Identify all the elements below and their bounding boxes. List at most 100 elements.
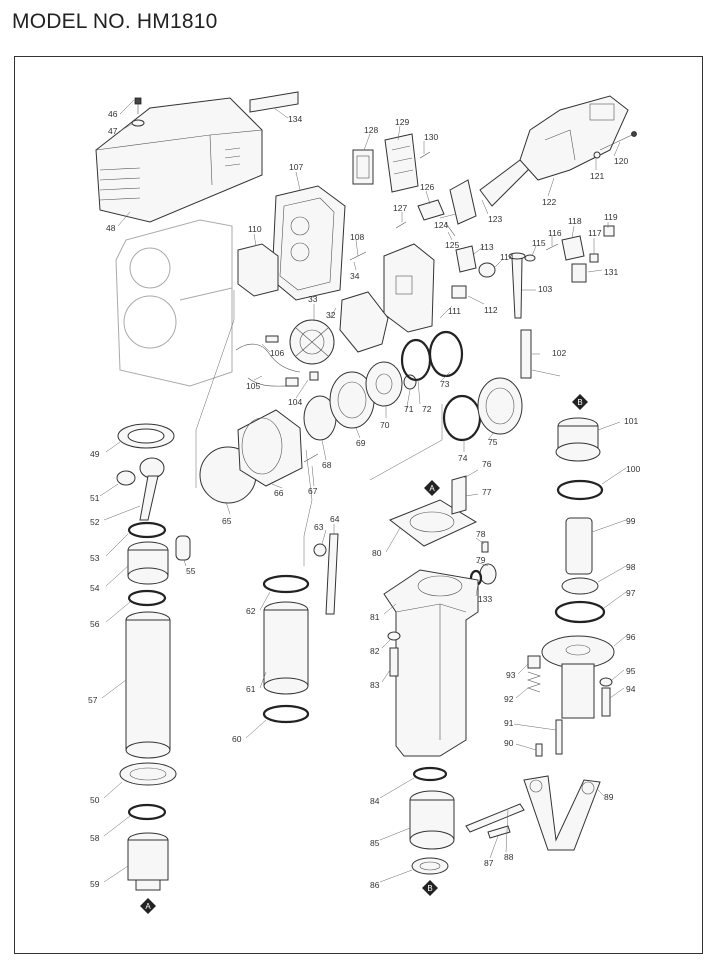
part-label: 54 bbox=[90, 583, 100, 593]
ball-93 bbox=[527, 655, 541, 669]
fan-guide-32 bbox=[339, 291, 389, 353]
part-label: 56 bbox=[90, 619, 100, 629]
part-label: 57 bbox=[88, 695, 98, 705]
part-label: 63 bbox=[314, 522, 324, 532]
part-label: 115 bbox=[532, 238, 546, 248]
ring-72 bbox=[400, 338, 432, 382]
part-label: 119 bbox=[604, 212, 618, 222]
pin-90 bbox=[535, 743, 543, 757]
part-label: 110 bbox=[248, 224, 262, 234]
part-label: 49 bbox=[90, 449, 100, 459]
part-label: 108 bbox=[350, 232, 364, 242]
bearing-63 bbox=[313, 543, 327, 557]
label-134 bbox=[249, 91, 299, 113]
ring-50 bbox=[119, 762, 177, 786]
group-bracket-right bbox=[369, 404, 443, 481]
part-label: 59 bbox=[90, 879, 100, 889]
part-label: 96 bbox=[626, 632, 636, 642]
part-label: 104 bbox=[288, 397, 302, 407]
part-label: 106 bbox=[270, 348, 284, 358]
part-125 bbox=[444, 221, 456, 237]
o-ring-97 bbox=[554, 600, 606, 624]
part-label: 128 bbox=[364, 125, 378, 135]
part-label: 125 bbox=[445, 240, 459, 250]
part-104 bbox=[309, 371, 319, 381]
part-label: 134 bbox=[288, 114, 302, 124]
part-label: 129 bbox=[395, 117, 409, 127]
svg-text:A: A bbox=[429, 484, 435, 493]
part-label: 95 bbox=[626, 666, 636, 676]
front-cap-96 bbox=[541, 635, 615, 719]
capacitor-118 bbox=[561, 235, 585, 261]
part-label: 92 bbox=[504, 694, 514, 704]
o-ring-84 bbox=[412, 766, 448, 782]
crank-housing-ghost bbox=[115, 219, 233, 387]
cap-101 bbox=[555, 417, 601, 462]
screw-130 bbox=[419, 151, 431, 159]
motor-housing-107 bbox=[271, 185, 346, 301]
washer-121 bbox=[593, 151, 601, 159]
part-label: 74 bbox=[458, 453, 468, 463]
noise-filter-131 bbox=[571, 263, 587, 283]
ref-marker-a-mid: A bbox=[424, 480, 440, 496]
handle-122 bbox=[519, 95, 629, 181]
pin-78 bbox=[481, 541, 489, 553]
part-label: 121 bbox=[590, 171, 604, 181]
bolt-83 bbox=[389, 647, 399, 677]
bushing-85 bbox=[409, 790, 455, 850]
part-label: 99 bbox=[626, 516, 636, 526]
part-label: 67 bbox=[308, 486, 318, 496]
part-label: 64 bbox=[330, 514, 340, 524]
part-label: 32 bbox=[326, 310, 336, 320]
bracket-77 bbox=[451, 475, 467, 515]
part-label: 52 bbox=[90, 517, 100, 527]
tool-holder-89 bbox=[523, 775, 601, 851]
part-label: 65 bbox=[222, 516, 232, 526]
part-label: 87 bbox=[484, 858, 494, 868]
part-label: 73 bbox=[440, 379, 450, 389]
ring-60 bbox=[262, 704, 310, 724]
screw-116 bbox=[545, 243, 559, 251]
switch-128 bbox=[352, 149, 374, 185]
part-label: 76 bbox=[482, 459, 492, 469]
part-label: 113 bbox=[480, 242, 494, 252]
part-label: 58 bbox=[90, 833, 100, 843]
bolt-120 bbox=[599, 131, 637, 151]
ref-marker-b-bottom: B bbox=[422, 880, 438, 896]
part-label: 72 bbox=[422, 404, 432, 414]
pin-55 bbox=[175, 535, 191, 561]
part-label: 117 bbox=[588, 228, 602, 238]
part-label: 47 bbox=[108, 126, 118, 136]
svg-text:B: B bbox=[427, 884, 432, 893]
pin-87 bbox=[487, 825, 511, 839]
diagram-frame bbox=[14, 56, 703, 954]
part-label: 120 bbox=[614, 156, 628, 166]
switch-plate-129 bbox=[384, 133, 419, 193]
part-label: 62 bbox=[246, 606, 256, 616]
shaft-88 bbox=[465, 803, 525, 833]
part-label: 126 bbox=[420, 182, 434, 192]
bearing-51 bbox=[116, 470, 136, 486]
part-label: 71 bbox=[404, 404, 414, 414]
part-label: 86 bbox=[370, 880, 380, 890]
group-bracket-middle bbox=[303, 449, 313, 566]
switch-box-110 bbox=[237, 243, 279, 297]
leader-lines bbox=[99, 99, 627, 883]
part-label: 51 bbox=[90, 493, 100, 503]
washer-82 bbox=[387, 631, 401, 641]
brush-124 bbox=[449, 179, 477, 225]
part-label: 33 bbox=[308, 294, 318, 304]
brush-holder-126 bbox=[417, 199, 445, 221]
part-label: 50 bbox=[90, 795, 100, 805]
part-label: 53 bbox=[90, 553, 100, 563]
ring-62 bbox=[262, 574, 310, 594]
terminal-119 bbox=[603, 225, 615, 237]
part-label: 116 bbox=[548, 228, 562, 238]
part-label: 124 bbox=[434, 220, 448, 230]
part-label: 123 bbox=[488, 214, 502, 224]
part-label: 93 bbox=[506, 670, 516, 680]
part-label: 77 bbox=[482, 487, 492, 497]
part-label: 60 bbox=[232, 734, 242, 744]
part-labels: 46 47 48 134 128 129 130 107 110 126 127… bbox=[88, 109, 640, 890]
